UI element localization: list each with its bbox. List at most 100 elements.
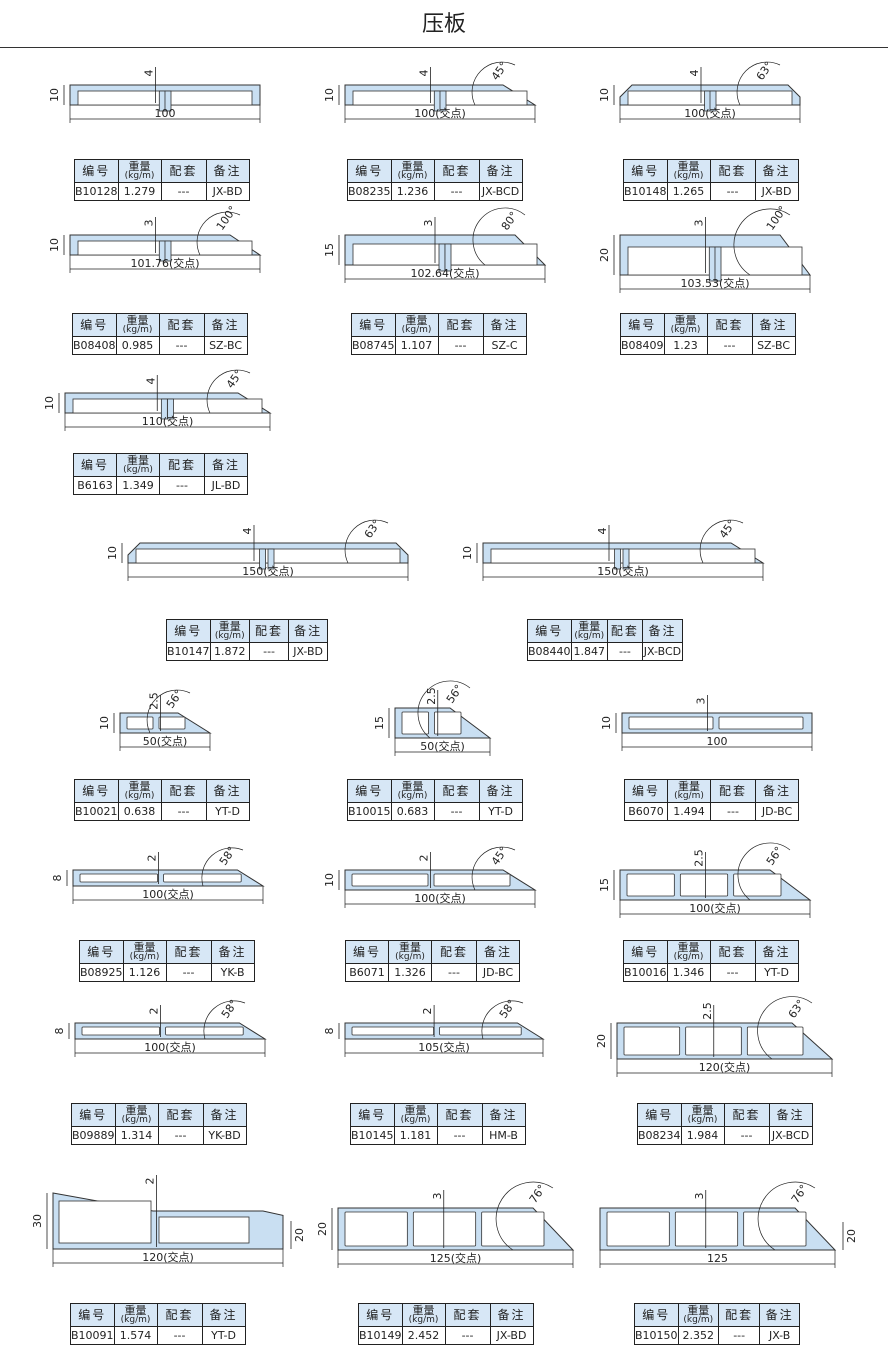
title-divider bbox=[0, 47, 888, 48]
thickness-label: 2.5 bbox=[693, 849, 706, 867]
width-label: 120(交点) bbox=[699, 1060, 751, 1074]
header-match: 配套 bbox=[437, 313, 484, 337]
cell-note: SZ-BC bbox=[203, 336, 248, 355]
header-note: 备注 bbox=[205, 159, 250, 183]
header-note: 备注 bbox=[478, 779, 523, 803]
header-code: 编号 bbox=[74, 779, 119, 803]
header-code: 编号 bbox=[358, 1303, 403, 1327]
header-match: 配套 bbox=[159, 453, 205, 477]
width-label: 100(交点) bbox=[414, 106, 466, 120]
header-match: 配套 bbox=[158, 313, 205, 337]
height-label: 20 bbox=[595, 1034, 608, 1048]
cell-weight: 1.847 bbox=[570, 642, 608, 661]
cell-note: JX-BD bbox=[205, 182, 250, 201]
cell-code: B6070 bbox=[624, 802, 668, 821]
header-match: 配套 bbox=[157, 1103, 204, 1127]
header-code: 编号 bbox=[73, 453, 117, 477]
header-code: 编号 bbox=[71, 1103, 116, 1127]
spec-table: 编号 重量(kg/m) 配套 备注 B6163 1.349 --- JL-BD bbox=[73, 453, 248, 495]
cell-weight: 1.872 bbox=[209, 642, 250, 661]
spec-table: 编号 重量(kg/m) 配套 备注 B10147 1.872 --- JX-BD bbox=[166, 619, 328, 661]
cell-code: B10145 bbox=[350, 1126, 395, 1145]
cell-code: B10147 bbox=[166, 642, 211, 661]
cell-code: B10021 bbox=[74, 802, 119, 821]
cell-note: JX-BCD bbox=[641, 642, 684, 661]
header-note: 备注 bbox=[288, 619, 328, 643]
cell-note: YT-D bbox=[754, 963, 799, 982]
width-label: 100(交点) bbox=[142, 887, 194, 901]
spec-table: 编号 重量(kg/m) 配套 备注 B10148 1.265 --- JX-BD bbox=[623, 159, 799, 201]
header-code: 编号 bbox=[351, 313, 396, 337]
header-note: 备注 bbox=[754, 159, 799, 183]
cell-code: B08409 bbox=[620, 336, 665, 355]
height-label: 10 bbox=[598, 88, 611, 102]
cell-match: --- bbox=[158, 336, 205, 355]
spec-table: 编号 重量(kg/m) 配套 备注 B09889 1.314 --- YK-BD bbox=[71, 1103, 247, 1145]
cell-weight: 1.984 bbox=[680, 1126, 725, 1145]
header-weight: 重量(kg/m) bbox=[663, 313, 708, 337]
header-weight: 重量(kg/m) bbox=[680, 1103, 725, 1127]
spec-table: 编号 重量(kg/m) 配套 备注 B08440 1.847 --- JX-BC… bbox=[527, 619, 684, 661]
cell-note: JX-BD bbox=[754, 182, 799, 201]
thickness-label: 2 bbox=[146, 855, 159, 862]
header-weight: 重量(kg/m) bbox=[667, 779, 711, 803]
cell-match: --- bbox=[431, 963, 477, 982]
header-code: 编号 bbox=[623, 159, 668, 183]
cell-match: --- bbox=[160, 802, 207, 821]
height-label: 10 bbox=[323, 88, 336, 102]
spec-table: 编号 重量(kg/m) 配套 备注 B08925 1.126 --- YK-B bbox=[79, 940, 255, 982]
spec-table: 编号 重量(kg/m) 配套 备注 B10016 1.346 --- YT-D bbox=[623, 940, 799, 982]
cell-match: --- bbox=[723, 1126, 770, 1145]
cell-weight: 2.452 bbox=[401, 1326, 446, 1345]
cell-match: --- bbox=[444, 1326, 491, 1345]
height-label: 15 bbox=[373, 716, 386, 730]
header-match: 配套 bbox=[606, 619, 643, 643]
header-note: 备注 bbox=[751, 313, 796, 337]
cell-weight: 1.126 bbox=[122, 963, 167, 982]
cell-code: B6163 bbox=[73, 476, 117, 495]
header-weight: 重量(kg/m) bbox=[113, 1303, 158, 1327]
cell-weight: 0.683 bbox=[390, 802, 435, 821]
height-label: 10 bbox=[48, 238, 61, 252]
cell-note: YK-B bbox=[210, 963, 255, 982]
cell-match: --- bbox=[159, 476, 205, 495]
width-label: 50(交点) bbox=[420, 739, 465, 753]
cell-code: B09889 bbox=[71, 1126, 116, 1145]
height-label: 10 bbox=[43, 396, 56, 410]
header-match: 配套 bbox=[160, 779, 207, 803]
thickness-label: 4 bbox=[143, 70, 156, 77]
spec-table: 编号 重量(kg/m) 配套 备注 B10091 1.574 --- YT-D bbox=[70, 1303, 246, 1345]
header-weight: 重量(kg/m) bbox=[115, 313, 160, 337]
cell-note: SZ-C bbox=[482, 336, 527, 355]
angle-label: 56° bbox=[764, 844, 786, 867]
header-code: 编号 bbox=[634, 1303, 679, 1327]
header-weight: 重量(kg/m) bbox=[114, 1103, 159, 1127]
thickness-label: 2 bbox=[418, 855, 431, 862]
cell-code: B08234 bbox=[637, 1126, 682, 1145]
header-match: 配套 bbox=[248, 619, 290, 643]
header-weight: 重量(kg/m) bbox=[666, 159, 711, 183]
right-height-label: 20 bbox=[293, 1228, 306, 1242]
cell-code: B10015 bbox=[347, 802, 392, 821]
cell-note: YT-D bbox=[205, 802, 250, 821]
header-match: 配套 bbox=[431, 940, 477, 964]
width-label: 150(交点) bbox=[597, 564, 649, 578]
cell-code: B08440 bbox=[527, 642, 572, 661]
spec-table: 编号 重量(kg/m) 配套 备注 B10021 0.638 --- YT-D bbox=[74, 779, 250, 821]
spec-table: 编号 重量(kg/m) 配套 备注 B10150 2.352 --- JX-B bbox=[634, 1303, 800, 1345]
